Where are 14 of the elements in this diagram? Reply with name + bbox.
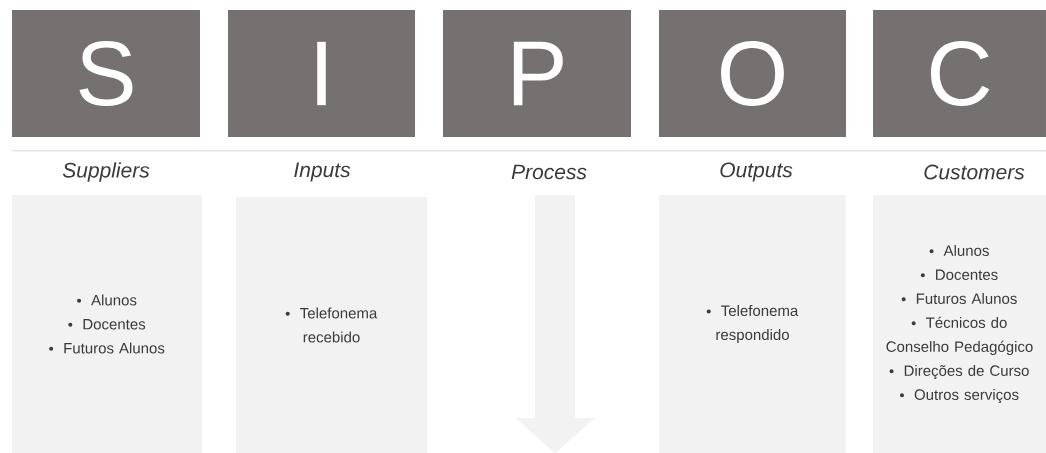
list-box: Telefonema respondido: [659, 195, 846, 453]
letter-box: S: [12, 10, 200, 137]
list-box: Alunos Docentes Futuros Alunos: [12, 195, 202, 453]
column-heading: Suppliers: [62, 162, 150, 182]
column-heading: Inputs: [294, 162, 351, 182]
column-heading: Customers: [924, 164, 1025, 180]
letter-box: O: [659, 10, 846, 137]
column-heading: Outputs: [720, 162, 793, 182]
column-heading: Process: [511, 164, 587, 180]
list-box: Alunos Docentes Futuros Alunos Técnicos do Conselho Pedagógico Direções de Curso Outros serviços: [873, 195, 1046, 453]
letter-box: P: [443, 10, 631, 137]
letter-box: I: [228, 10, 415, 137]
letter-box: C: [873, 10, 1046, 137]
list-box: Telefonema recebido: [236, 197, 427, 453]
